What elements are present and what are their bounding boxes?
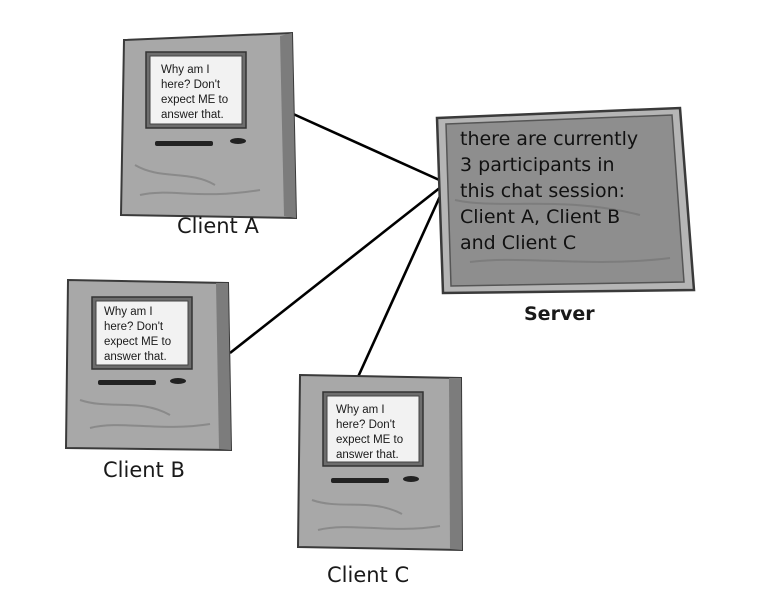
power-button bbox=[403, 476, 419, 482]
computer-texture bbox=[134, 164, 261, 196]
client-b-screen-line-1: Why am I bbox=[104, 306, 153, 318]
client-c-screen-text: Why am I here? Don't expect ME to answer… bbox=[336, 404, 406, 461]
client-a-screen-line-1: Why am I bbox=[161, 64, 210, 76]
client-a-screen-line-4: answer that. bbox=[161, 109, 224, 121]
client-a-screen-text: Why am I here? Don't expect ME to answer… bbox=[161, 64, 231, 121]
computer-side-shadow bbox=[449, 378, 462, 550]
power-button bbox=[170, 378, 186, 384]
computer-side-shadow bbox=[216, 283, 231, 450]
client-c-screen-line-4: answer that. bbox=[336, 449, 399, 461]
power-button bbox=[230, 138, 246, 144]
client-c-screen-line-2: here? Don't bbox=[336, 419, 396, 431]
connection-lines bbox=[229, 111, 448, 378]
drive-slot bbox=[331, 478, 389, 483]
connector-client-c bbox=[356, 182, 448, 378]
client-b-screen-text: Why am I here? Don't expect ME to answer… bbox=[104, 306, 174, 363]
server-screen-line-5: and Client C bbox=[460, 232, 576, 254]
client-b-screen-line-3: expect ME to bbox=[104, 336, 171, 348]
server-screen-line-2: 3 participants in bbox=[460, 154, 615, 176]
server-screen-text: there are currently 3 participants in th… bbox=[460, 128, 644, 254]
client-a-screen-line-2: here? Don't bbox=[161, 79, 221, 91]
server-screen-line-3: this chat session: bbox=[460, 180, 625, 202]
client-a-label: Client A bbox=[177, 214, 259, 238]
client-c-screen-line-1: Why am I bbox=[336, 404, 385, 416]
computer-texture bbox=[79, 399, 211, 429]
server-label: Server bbox=[524, 303, 595, 325]
computer-side-shadow bbox=[280, 33, 296, 218]
drive-slot bbox=[155, 141, 213, 146]
connector-client-a bbox=[290, 111, 447, 185]
client-b-screen-line-2: here? Don't bbox=[104, 321, 164, 333]
client-b-label: Client B bbox=[103, 458, 185, 482]
client-b-computer: Why am I here? Don't expect ME to answer… bbox=[64, 278, 233, 452]
computer-texture bbox=[311, 499, 441, 531]
client-b-screen-line-4: answer that. bbox=[104, 351, 167, 363]
client-c-label: Client C bbox=[327, 563, 409, 587]
drive-slot bbox=[98, 380, 156, 385]
client-c-screen-line-3: expect ME to bbox=[336, 434, 403, 446]
server-texture bbox=[454, 199, 671, 263]
server-computer: there are currently 3 participants in th… bbox=[435, 106, 696, 295]
client-a-computer: Why am I here? Don't expect ME to answer… bbox=[119, 31, 298, 220]
server-screen-line-4: Client A, Client B bbox=[460, 206, 620, 228]
server-screen-line-1: there are currently bbox=[460, 128, 638, 150]
connector-client-b bbox=[229, 181, 447, 355]
client-c-computer: Why am I here? Don't expect ME to answer… bbox=[296, 373, 464, 552]
screen bbox=[95, 300, 189, 366]
screen bbox=[149, 55, 243, 125]
screen bbox=[326, 395, 420, 463]
server-screen bbox=[445, 114, 685, 287]
client-a-screen-line-3: expect ME to bbox=[161, 94, 228, 106]
